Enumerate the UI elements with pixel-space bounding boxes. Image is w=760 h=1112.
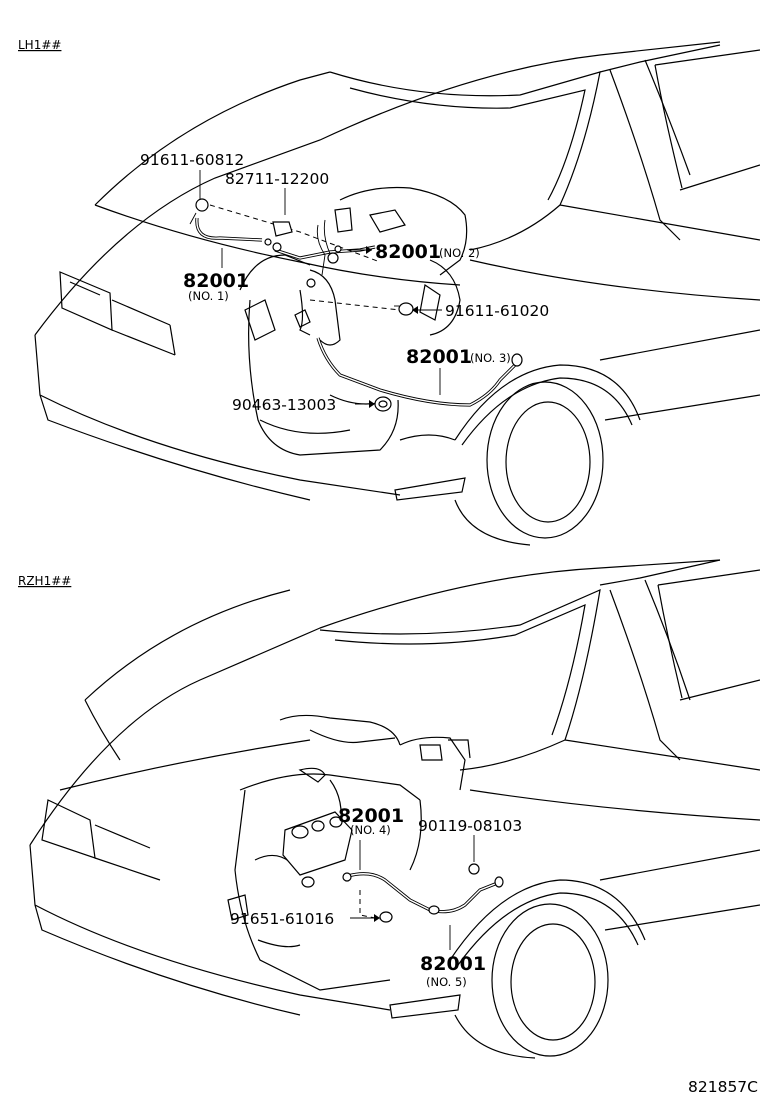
callout-part-number: 82001 (375, 241, 441, 263)
section-lh1: LH1## (18, 38, 760, 546)
callout-part-number: 82001 (183, 270, 249, 292)
cable-set-bottom (347, 872, 501, 914)
callout-part-number: 91651-61016 (230, 910, 334, 928)
cable-set-top (195, 217, 522, 407)
callout-part-subtitle: (NO. 4) (350, 823, 391, 837)
callout-part-subtitle: (NO. 1) (188, 289, 229, 303)
vehicle-outline-bottom (29, 559, 760, 1059)
connector-part (511, 353, 523, 367)
figure-code: 821857C (688, 1078, 758, 1096)
clamp-part (374, 396, 392, 412)
callout-part-number: 91611-61020 (445, 302, 549, 320)
clip-part (264, 221, 293, 252)
callout-part-subtitle: (NO. 5) (426, 975, 467, 989)
callout-part-number: 82711-12200 (225, 170, 329, 188)
engine-outline-bottom (227, 714, 471, 991)
section-label-rzh1: RZH1## (18, 574, 71, 588)
callout-part-number: 90463-13003 (232, 396, 336, 414)
distributor-part (282, 811, 353, 888)
callout-part-number: 91611-60812 (140, 151, 244, 169)
callout-part-subtitle: (NO. 2) (439, 246, 480, 260)
callout-part-number: 90119-08103 (418, 817, 522, 835)
callout-part-number: 82001 (406, 346, 472, 368)
callout-part-subtitle: (NO. 3) (470, 351, 511, 365)
bolt-part (189, 198, 209, 225)
sensor-part (306, 245, 342, 288)
section-rzh1: RZH1## (18, 559, 760, 1059)
section-label-lh1: LH1## (18, 38, 61, 52)
bolt-part-2 (394, 302, 414, 316)
callout-part-number: 82001 (338, 805, 404, 827)
vehicle-outline-top (34, 41, 760, 546)
callout-part-number: 82001 (420, 953, 486, 975)
